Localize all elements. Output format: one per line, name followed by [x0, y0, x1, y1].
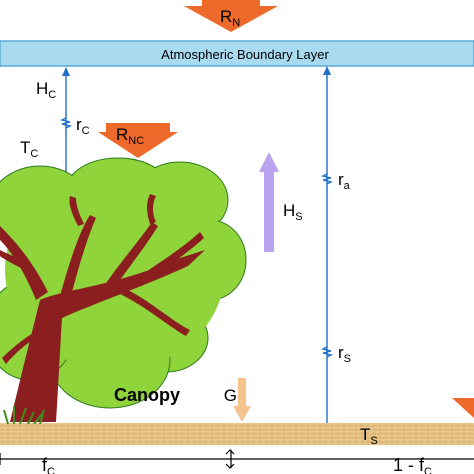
- soil-flux-arrowhead: [323, 66, 331, 75]
- rs-resistor-icon: [320, 346, 334, 358]
- canopy-flux-arrowhead: [62, 67, 70, 76]
- rc-label: rC: [76, 115, 90, 137]
- tree-trunk: [0, 194, 205, 422]
- hs-label: HS: [283, 201, 303, 223]
- ra-label: ra: [338, 170, 351, 192]
- atmospheric-boundary-layer: [0, 40, 474, 67]
- hs-arrow-head: [259, 152, 279, 172]
- g-label: G: [224, 386, 237, 405]
- one-minus-fc-label: 1 - fC: [393, 455, 432, 474]
- fc-label: fC: [42, 455, 55, 474]
- ts-label: TS: [360, 425, 378, 447]
- rs-label: rS: [338, 343, 351, 365]
- g-arrow-head: [233, 406, 251, 422]
- rn-arrow: [184, 0, 278, 32]
- g-arrow-shaft: [238, 378, 246, 408]
- hc-label: HC: [36, 79, 56, 101]
- ra-resistor-icon: [320, 173, 334, 185]
- rnc-arrow: [98, 123, 178, 158]
- canopy-label: Canopy: [114, 385, 180, 405]
- abl-label: Atmospheric Boundary Layer: [161, 47, 329, 62]
- soil-radiation-arrow: [452, 398, 474, 418]
- soil-surface: [0, 423, 474, 445]
- rn-label: RN: [220, 7, 240, 29]
- fraction-axis: [0, 449, 474, 469]
- grass-tuft: [3, 406, 45, 425]
- hs-arrow-shaft: [264, 170, 274, 252]
- rnc-label: RNC: [116, 125, 144, 147]
- tc-label: TC: [20, 138, 38, 160]
- rc-resistor-icon: [59, 117, 73, 129]
